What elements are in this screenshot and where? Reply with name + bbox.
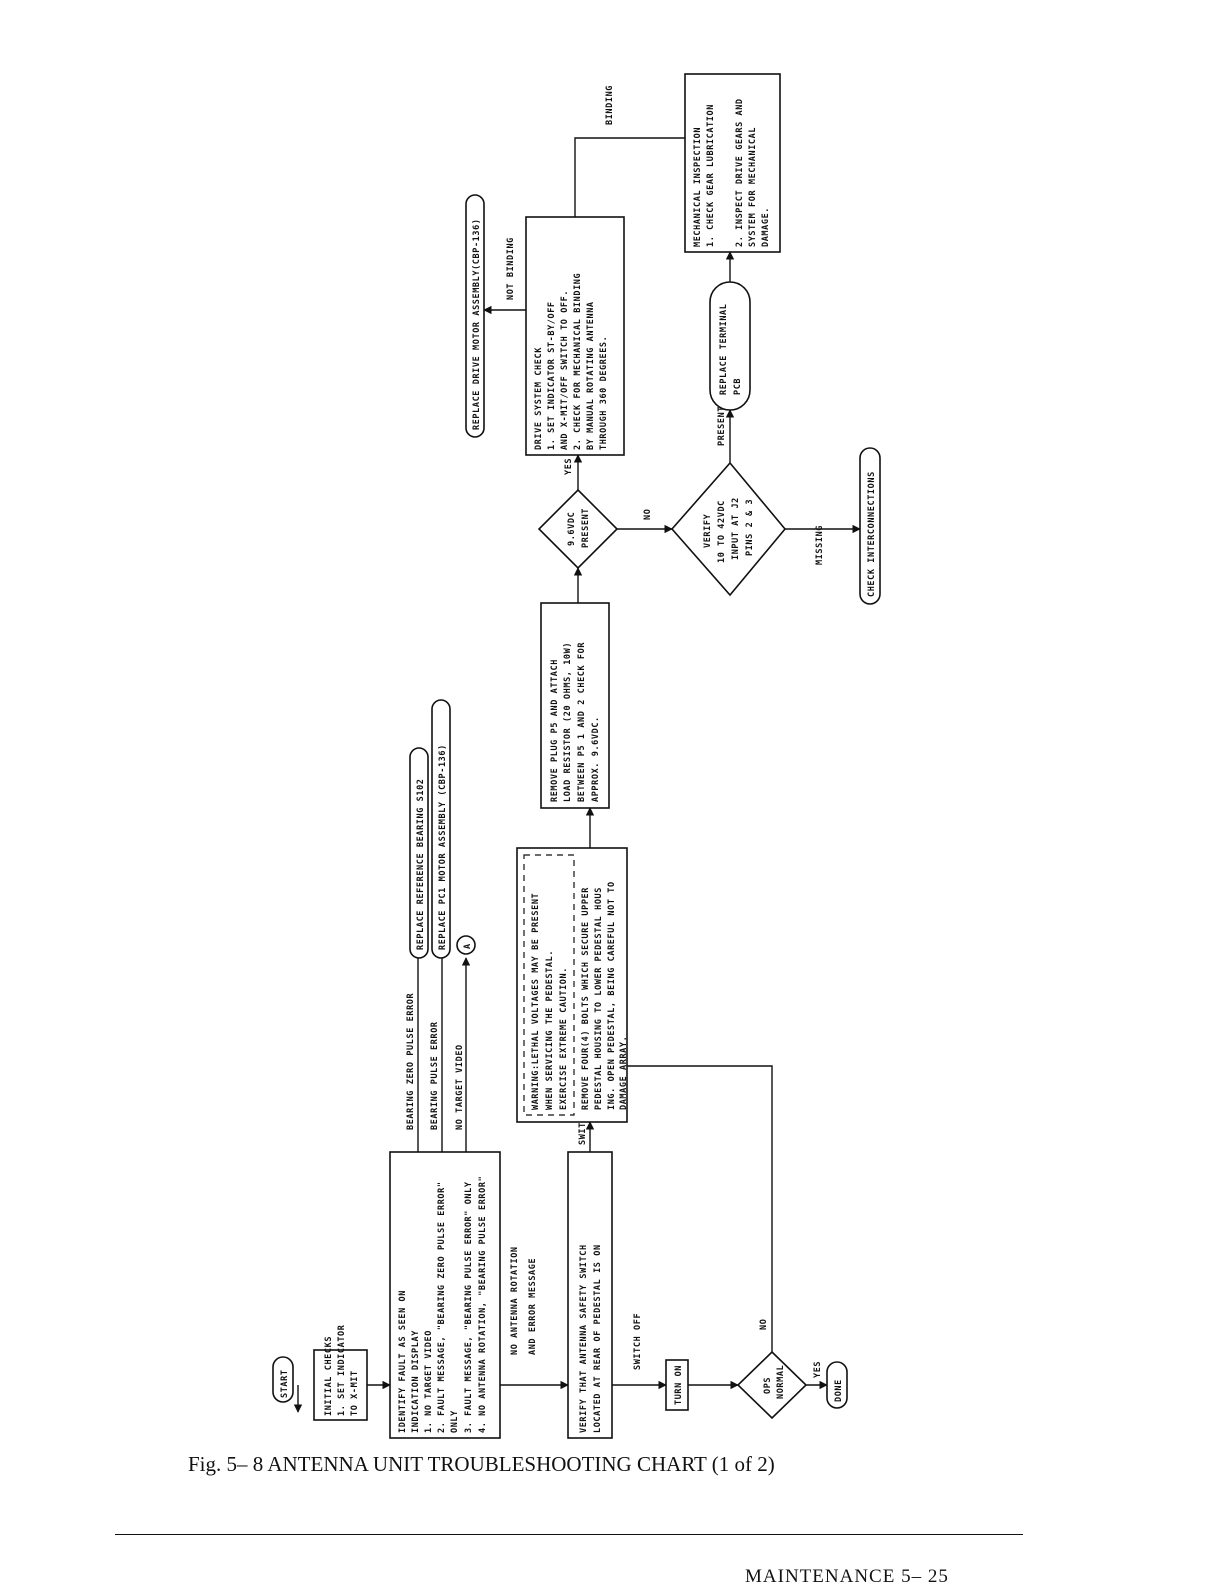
identify-fault-line-3: 1. NO TARGET VIDEO	[424, 1330, 434, 1433]
verify-input-line-4: PINS 2 & 3	[745, 499, 755, 556]
replace-terminal-line-1: REPLACE TERMINAL	[719, 304, 729, 395]
drive-check-line-4: 2. CHECK FOR MECHANICAL BINDING	[573, 273, 583, 450]
replace-drive-motor-terminal: REPLACE DRIVE MOTOR ASSEMBLY(CBP-136)	[465, 194, 485, 438]
warning-line-2: WHEN SERVICING THE PEDESTAL.	[545, 950, 555, 1110]
mechanical-line-2: 1. CHECK GEAR LUBRICATION	[706, 104, 716, 247]
mechanical-line-1: MECHANICAL INSPECTION	[693, 127, 703, 247]
label-not-binding: NOT BINDING	[506, 237, 516, 300]
warning-line-3: EXERCISE EXTREME CAUTION.	[559, 967, 569, 1110]
label-present: PRESENT	[717, 406, 727, 446]
vdc-present-decision: 9.6VDC PRESENT	[537, 488, 619, 570]
initial-checks-box: INITIAL CHECKS 1. SET INDICATOR TO X-MIT	[313, 1324, 368, 1421]
remove-bolts-line-4: DAMAGE ARRAY.	[619, 1036, 629, 1110]
drive-check-line-5: BY MANUAL ROTATING ANTENNA	[586, 301, 596, 450]
remove-plug-line-4: APPROX. 9.6VDC.	[591, 716, 601, 802]
turn-on-label: TURN ON	[674, 1365, 684, 1405]
page-footer: MAINTENANCE 5– 25	[745, 1566, 949, 1587]
check-interconnections-terminal: CHECK INTERCONNECTIONS	[859, 447, 881, 605]
footer-rule	[115, 1534, 1023, 1535]
check-interconnections-label: CHECK INTERCONNECTIONS	[867, 471, 877, 597]
replace-pc1-motor-label: REPLACE PC1 MOTOR ASSEMBLY (CBP-136)	[438, 744, 448, 950]
replace-terminal-pcb-terminal: REPLACE TERMINAL PCB	[709, 281, 751, 411]
figure-caption: Fig. 5– 8 ANTENNA UNIT TROUBLESHOOTING C…	[188, 1452, 775, 1476]
remove-bolts-line-1: REMOVE FOUR(4) BOLTS WHICH SECURE UPPER	[581, 887, 591, 1110]
remove-plug-line-2: LOAD RESISTOR (20 OHMS, 10W)	[563, 642, 573, 802]
replace-pc1-motor-terminal: REPLACE PC1 MOTOR ASSEMBLY (CBP-136)	[431, 699, 451, 959]
identify-fault-line-6: 3. FAULT MESSAGE, "BEARING PULSE ERROR" …	[464, 1181, 474, 1433]
replace-terminal-line-2: PCB	[733, 378, 743, 395]
drive-check-line-3: AND X-MIT/OFF SWITCH TO OFF.	[560, 290, 570, 450]
identify-fault-line-4: 2. FAULT MESSAGE, "BEARING ZERO PULSE ER…	[437, 1181, 447, 1433]
label-binding: BINDING	[605, 85, 615, 125]
remove-bolts-line-3: ING. OPEN PEDESTAL, BEING CAREFUL NOT TO	[607, 881, 617, 1110]
initial-checks-line-3: TO X-MIT	[350, 1370, 360, 1416]
start-terminal: START	[272, 1356, 294, 1403]
mechanical-inspection-box: MECHANICAL INSPECTION 1. CHECK GEAR LUBR…	[684, 73, 781, 253]
turn-on-box: TURN ON	[665, 1359, 689, 1411]
label-vdc-yes: YES	[564, 458, 574, 475]
verify-input-line-1: VERIFY	[703, 513, 713, 548]
vdc-present-line-2: PRESENT	[581, 508, 591, 548]
drive-check-line-1: DRIVE SYSTEM CHECK	[534, 347, 544, 450]
replace-reference-bearing-terminal: REPLACE REFERENCE BEARING S102	[409, 747, 429, 959]
mechanical-line-6: DAMAGE.	[761, 207, 771, 247]
verify-safety-line-1: VERIFY THAT ANTENNA SAFETY SWITCH	[579, 1244, 589, 1433]
mechanical-line-4: 2. INSPECT DRIVE GEARS AND	[735, 98, 745, 247]
label-missing: MISSING	[815, 525, 825, 565]
connector-a: A	[456, 935, 476, 955]
ops-normal-line-2: NORMAL	[776, 1365, 786, 1399]
mechanical-line-5: SYSTEM FOR MECHANICAL	[748, 127, 758, 247]
drive-check-line-2: 1. SET INDICATOR ST-BY/OFF	[547, 301, 557, 450]
label-bearing-pulse-error: BEARING PULSE ERROR	[430, 1021, 440, 1130]
identify-fault-line-1: IDENTIFY FAULT AS SEEN ON	[398, 1290, 408, 1433]
label-no-antenna-rotation-1: NO ANTENNA ROTATION	[510, 1246, 520, 1355]
flow-lines	[293, 103, 861, 1413]
vdc-present-line-1: 9.6VDC	[567, 512, 577, 546]
drive-system-check-box: DRIVE SYSTEM CHECK 1. SET INDICATOR ST-B…	[525, 216, 625, 456]
verify-input-line-3: INPUT AT J2	[731, 497, 741, 560]
remove-plug-line-3: BETWEEN P5 1 AND 2 CHECK FOR	[577, 642, 587, 802]
label-ops-no: NO	[759, 1319, 769, 1330]
replace-reference-bearing-label: REPLACE REFERENCE BEARING S102	[416, 778, 426, 950]
identify-fault-box: IDENTIFY FAULT AS SEEN ON INDICATION DIS…	[389, 1151, 501, 1439]
identify-fault-line-5: ONLY	[450, 1410, 460, 1433]
verify-input-line-2: 10 TO 42VDC	[717, 500, 727, 563]
verify-safety-switch-box: VERIFY THAT ANTENNA SAFETY SWITCH LOCATE…	[567, 1151, 613, 1439]
verify-input-decision: VERIFY 10 TO 42VDC INPUT AT J2 PINS 2 & …	[670, 461, 787, 597]
replace-drive-motor-label: REPLACE DRIVE MOTOR ASSEMBLY(CBP-136)	[472, 218, 482, 430]
label-vdc-no: NO	[643, 509, 653, 520]
label-ops-yes: YES	[813, 1361, 823, 1378]
initial-checks-line-2: 1. SET INDICATOR	[337, 1324, 347, 1416]
label-bearing-zero-pulse-error: BEARING ZERO PULSE ERROR	[406, 992, 416, 1130]
label-no-antenna-rotation-2: AND ERROR MESSAGE	[528, 1258, 538, 1355]
label-no-target-video: NO TARGET VIDEO	[455, 1044, 465, 1130]
identify-fault-line-2: INDICATION DISPLAY	[411, 1330, 421, 1433]
label-switch-off: SWITCH OFF	[633, 1313, 643, 1370]
identify-fault-line-7: 4. NO ANTENNA ROTATION, "BEARING PULSE E…	[478, 1176, 488, 1433]
drive-check-line-6: THROUGH 360 DEGREES.	[599, 336, 609, 450]
initial-checks-line-1: INITIAL CHECKS	[324, 1336, 334, 1416]
remove-plug-box: REMOVE PLUG P5 AND ATTACH LOAD RESISTOR …	[540, 602, 610, 809]
remove-plug-line-1: REMOVE PLUG P5 AND ATTACH	[550, 659, 560, 802]
warning-box: WARNING:LETHAL VOLTAGES MAY BE PRESENT W…	[516, 847, 629, 1123]
verify-safety-line-2: LOCATED AT REAR OF PEDESTAL IS ON	[593, 1244, 603, 1433]
done-terminal: DONE	[826, 1361, 848, 1409]
connector-a-label: A	[463, 943, 473, 949]
ops-normal-line-1: OPS	[763, 1377, 773, 1394]
start-label: START	[280, 1369, 290, 1398]
warning-line-1: WARNING:LETHAL VOLTAGES MAY BE PRESENT	[531, 893, 541, 1110]
ops-normal-decision: OPS NORMAL	[736, 1350, 808, 1420]
done-label: DONE	[834, 1379, 844, 1402]
remove-bolts-line-2: PEDESTAL HOUSING TO LOWER PEDESTAL HOUS	[594, 887, 604, 1110]
